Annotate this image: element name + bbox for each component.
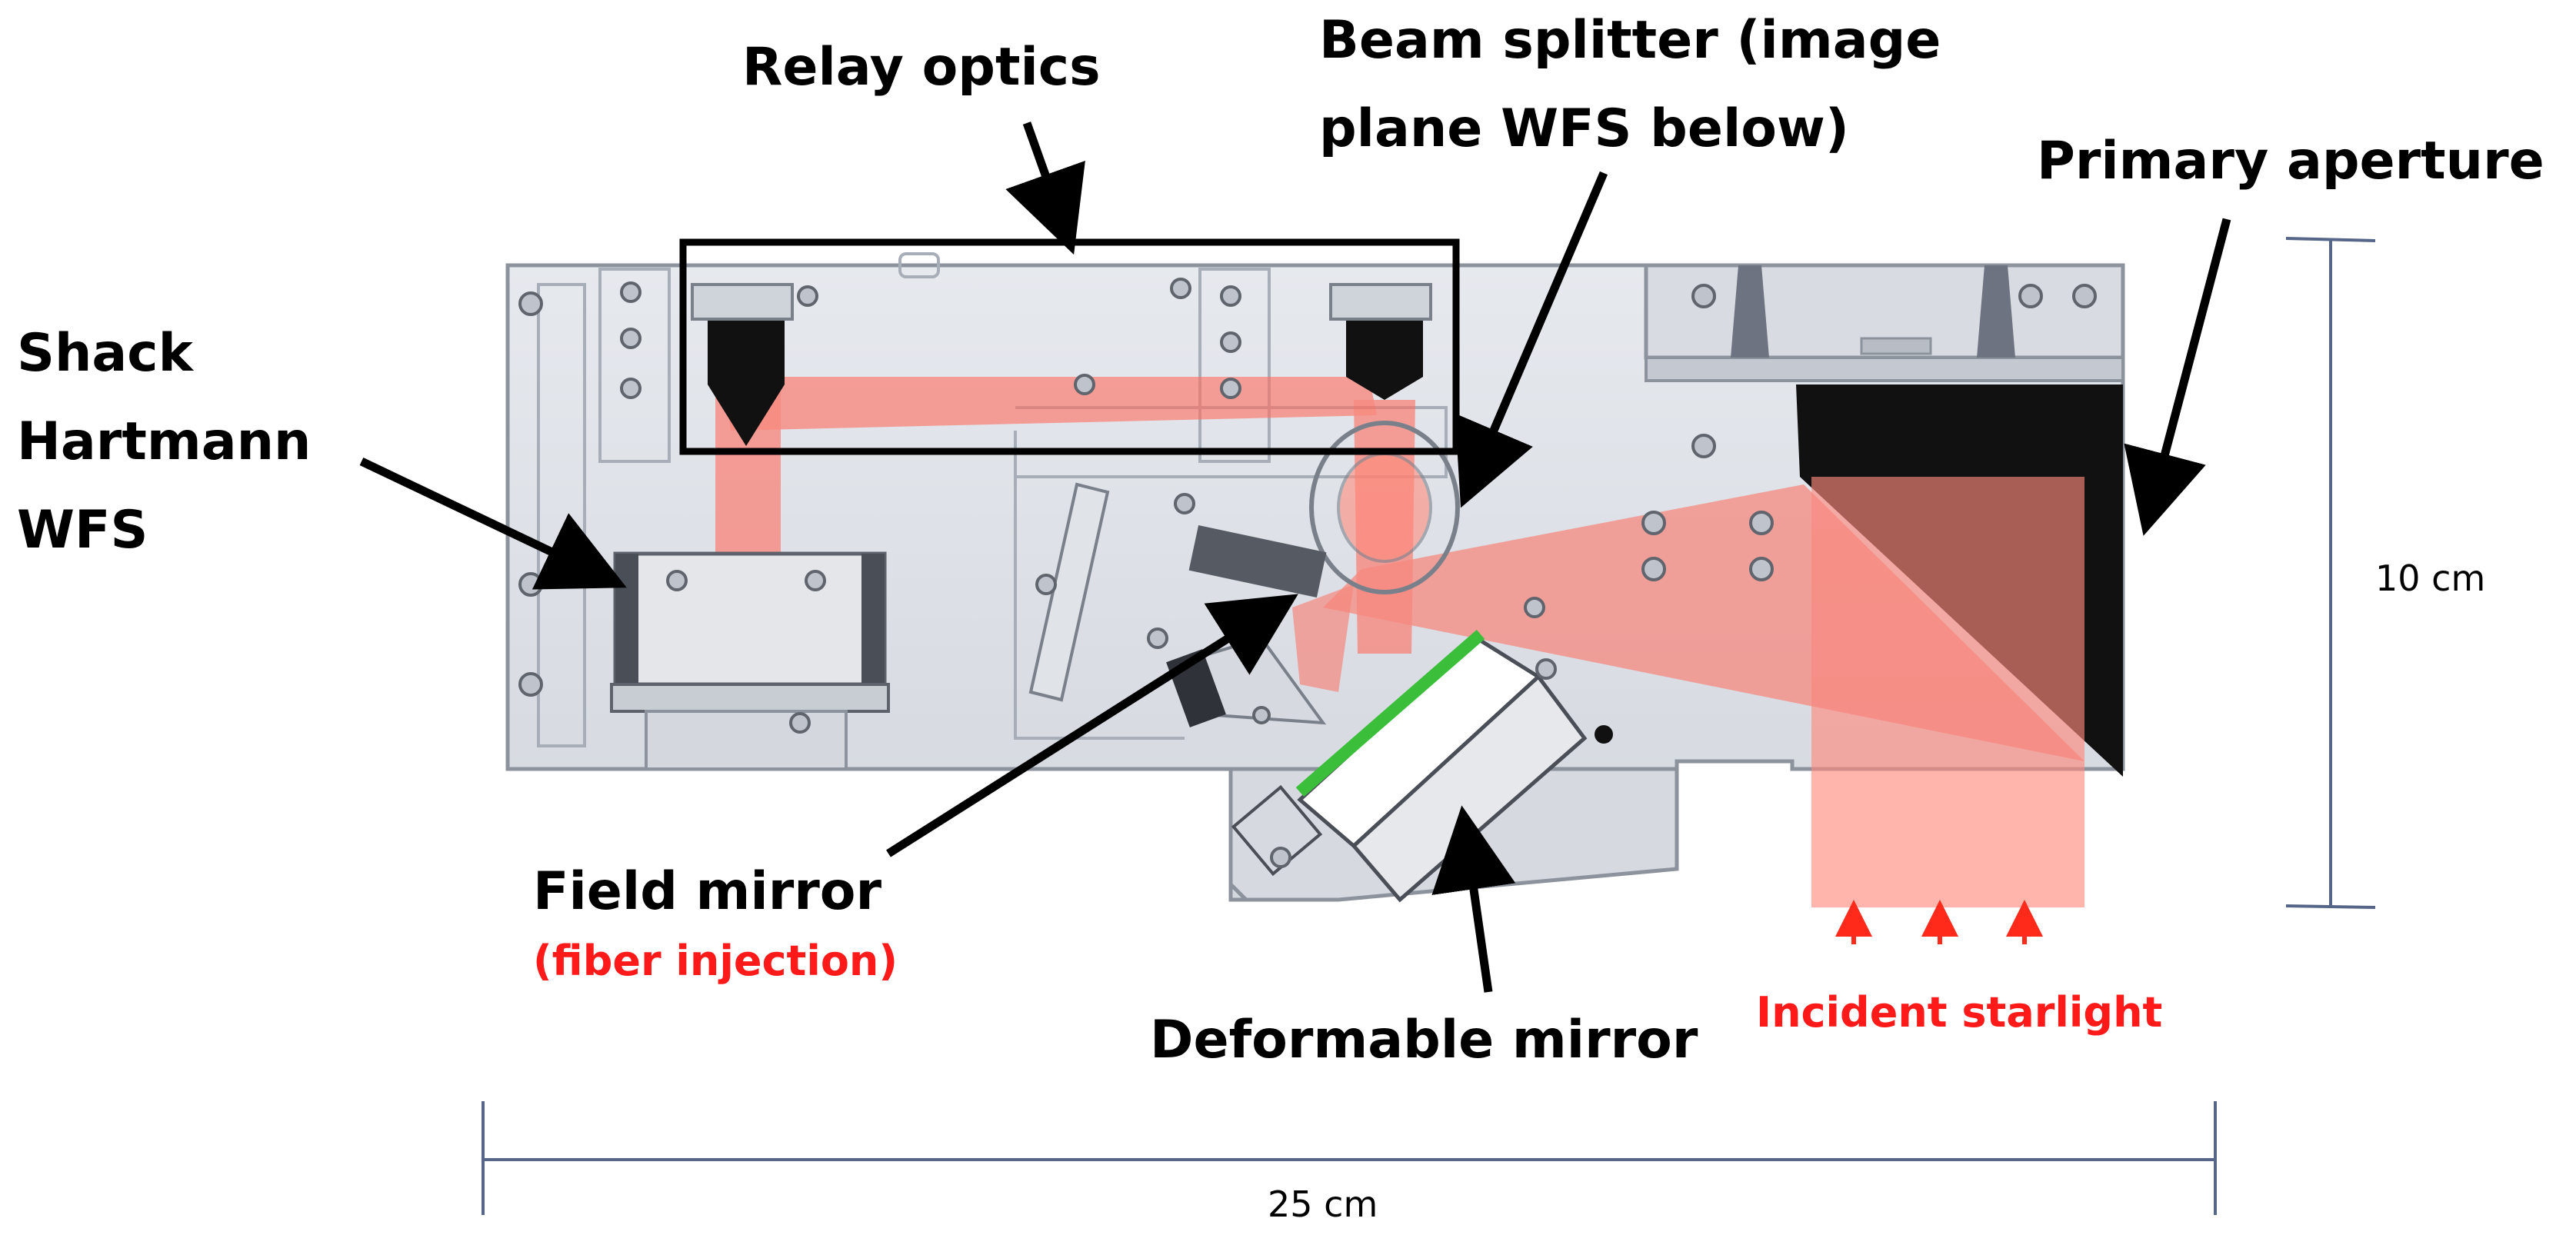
arrow-field-mirror (886, 594, 1298, 857)
relay-beam (723, 377, 1377, 431)
label-beam-splitter-1: Beam splitter (image (1319, 10, 1941, 71)
height-dimension (2285, 237, 2376, 909)
bolt-holes (518, 278, 2097, 868)
label-deformable-mirror: Deformable mirror (1150, 1010, 1698, 1070)
deformable-mirror-surface (1295, 629, 1485, 797)
arrow-primary-aperture (2124, 218, 2231, 536)
width-dimension (482, 1101, 2217, 1215)
starlight-arrows (1835, 900, 2043, 944)
label-shack-3: WFS (17, 500, 148, 561)
shack-hartmann-wfs (610, 551, 890, 771)
arrow-beam-splitter (1455, 171, 1608, 508)
arrow-deformable-mirror (1431, 805, 1516, 993)
primary-aperture-housing (1644, 263, 2125, 382)
field-mirror-assembly (1028, 482, 1327, 727)
label-shack-2: Hartmann (17, 411, 311, 472)
relay-mount-right (1329, 283, 1432, 400)
label-relay-optics: Relay optics (742, 37, 1101, 98)
arrow-relay-optics (1005, 122, 1085, 255)
label-beam-splitter-2: plane WFS below) (1319, 98, 1849, 159)
deformable-mirror-assembly (1231, 629, 1613, 903)
converging-beam (1323, 484, 2084, 761)
label-width-dimension: 25 cm (1268, 1183, 1378, 1225)
callout-arrows (359, 122, 2231, 993)
label-incident-starlight: Incident starlight (1756, 988, 2162, 1037)
label-fiber-injection: (fiber injection) (533, 937, 898, 985)
label-height-dimension: 10 cm (2375, 558, 2485, 599)
arrow-shack-hartmann (359, 458, 627, 590)
label-primary-aperture: Primary aperture (2037, 131, 2544, 191)
label-shack-1: Shack (17, 323, 195, 384)
label-field-mirror: Field mirror (533, 861, 881, 922)
relay-mount-left (691, 283, 794, 446)
